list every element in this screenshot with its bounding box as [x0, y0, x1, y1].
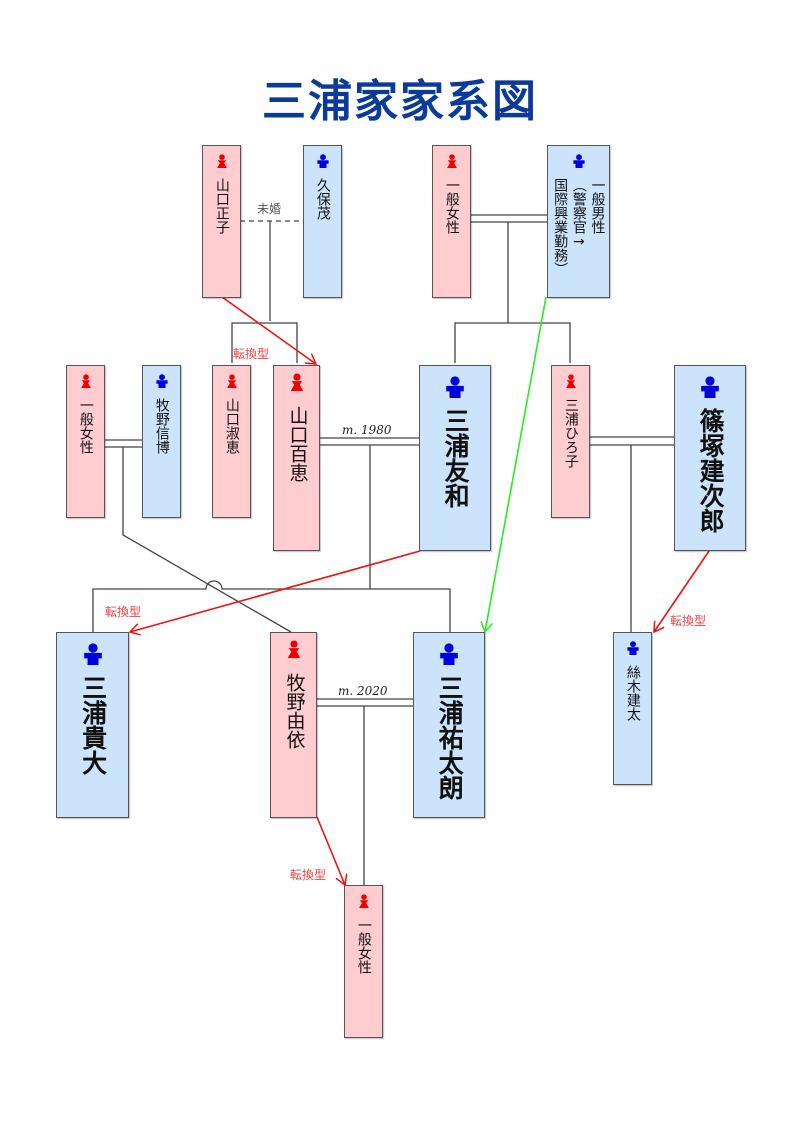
person-box-kubo-shigeru[interactable]: 久保茂	[303, 145, 342, 298]
adoption-arrow-kenta	[654, 550, 710, 632]
person-name-column: 山口百恵	[286, 406, 309, 482]
person-name-column: 牧野信博	[153, 398, 170, 454]
person-box-miura-tomokazu[interactable]: 三浦友和	[419, 365, 491, 551]
person-name-column: 篠塚建次郎	[696, 408, 726, 533]
marriage-year-1980: m. 1980	[342, 423, 392, 437]
person-box-shinozuka-kenjiro[interactable]: 篠塚建次郎	[674, 365, 746, 551]
person-name: 三浦ひろ子	[552, 398, 589, 468]
marriage-link-top	[470, 214, 548, 223]
person-name: 絲木建太	[614, 665, 651, 721]
person-name: 一般女性	[433, 178, 470, 234]
unmarried-label: 未婚	[257, 202, 282, 216]
person-name-column: 絲木建太	[624, 665, 641, 721]
female-person-icon	[79, 373, 93, 392]
female-person-icon	[445, 153, 459, 172]
person-name: 久保茂	[304, 178, 341, 220]
career-arrow-green	[485, 296, 547, 632]
person-box-ippan-josei-top[interactable]: 一般女性	[432, 145, 471, 298]
person-box-yamaguchi-yoshie[interactable]: 山口淑恵	[212, 365, 251, 518]
person-name-column: 一般男性	[589, 178, 606, 234]
person-box-makino-yui[interactable]: 牧野由依	[270, 632, 317, 818]
male-person-icon	[438, 643, 460, 669]
person-box-makino-nobuhiro[interactable]: 牧野信博	[142, 365, 181, 518]
marriage-link-shinozuka	[590, 436, 676, 446]
person-name-column: 山口淑恵	[223, 398, 240, 454]
person-name-column: 三浦貴大	[78, 675, 108, 775]
person-box-yamaguchi-masako[interactable]: 山口正子	[202, 145, 241, 298]
descent-line-makino	[122, 447, 292, 633]
person-box-itoki-kenta[interactable]: 絲木建太	[613, 632, 652, 785]
person-name-column: 牧野由依	[283, 673, 306, 749]
person-name: 三浦貴大	[57, 675, 128, 775]
male-person-icon	[82, 643, 104, 669]
adoption-arrow-bottom	[316, 816, 345, 885]
diagram-title: 三浦家家系図	[262, 76, 538, 127]
person-box-ippan-josei-left[interactable]: 一般女性	[66, 365, 105, 518]
person-name: 山口正子	[203, 178, 240, 234]
marriage-year-2020: m. 2020	[338, 684, 388, 698]
adoption-label: 転換型	[290, 868, 327, 882]
adoption-arrow-takahiro	[130, 550, 421, 632]
person-name-column: （警察官→	[570, 178, 587, 250]
person-name-column: 一般女性	[443, 178, 460, 234]
person-name-column: 久保茂	[314, 178, 331, 220]
adoption-label: 転換型	[105, 605, 142, 619]
marriage-link-makino	[104, 439, 143, 448]
person-name-column: 三浦友和	[441, 408, 471, 508]
descent-line-yamaguchi	[231, 221, 298, 363]
adoption-arrow-momoe	[221, 296, 316, 364]
person-name: 牧野由依	[271, 673, 316, 749]
person-box-miura-yutaro[interactable]: 三浦祐太朗	[413, 632, 485, 818]
male-person-icon	[155, 373, 169, 392]
female-person-icon	[564, 373, 578, 392]
female-person-icon	[285, 640, 303, 662]
person-box-yamaguchi-momoe[interactable]: 山口百恵	[273, 365, 320, 551]
person-name-column: 三浦祐太朗	[435, 675, 465, 800]
descent-line-miura	[454, 222, 571, 363]
male-person-icon	[444, 376, 466, 402]
person-name: 山口百恵	[274, 406, 319, 482]
male-person-icon	[316, 153, 330, 172]
person-name: 一般男性（警察官→国際興業勤務）	[548, 178, 609, 276]
adoption-label: 転換型	[670, 614, 707, 628]
person-name: 三浦友和	[420, 408, 490, 508]
male-person-icon	[626, 640, 640, 659]
person-name: 山口淑恵	[213, 398, 250, 454]
person-name: 牧野信博	[143, 398, 180, 454]
person-name-column: 国際興業勤務）	[552, 178, 569, 276]
marriage-link-1980	[318, 437, 420, 446]
marriage-link-2020	[316, 698, 414, 707]
person-box-ippan-josei-bottom[interactable]: 一般女性	[344, 885, 383, 1038]
female-person-icon	[225, 373, 239, 392]
female-person-icon	[215, 153, 229, 172]
person-name-column: 山口正子	[213, 178, 230, 234]
female-person-icon	[357, 893, 371, 912]
male-person-icon	[572, 153, 586, 172]
person-name-column: 一般女性	[77, 398, 94, 454]
adoption-label: 転換型	[233, 347, 270, 361]
person-box-ippan-dansei[interactable]: 一般男性（警察官→国際興業勤務）	[547, 145, 610, 298]
person-name: 一般女性	[67, 398, 104, 454]
person-name: 三浦祐太朗	[414, 675, 484, 800]
female-person-icon	[288, 373, 306, 395]
person-box-miura-hiroko[interactable]: 三浦ひろ子	[551, 365, 590, 518]
person-name-column: 三浦ひろ子	[562, 398, 579, 468]
male-person-icon	[699, 376, 721, 402]
person-name: 一般女性	[345, 918, 382, 974]
person-name: 篠塚建次郎	[675, 408, 745, 533]
person-box-miura-takahiro[interactable]: 三浦貴大	[56, 632, 129, 818]
person-name-column: 一般女性	[355, 918, 372, 974]
